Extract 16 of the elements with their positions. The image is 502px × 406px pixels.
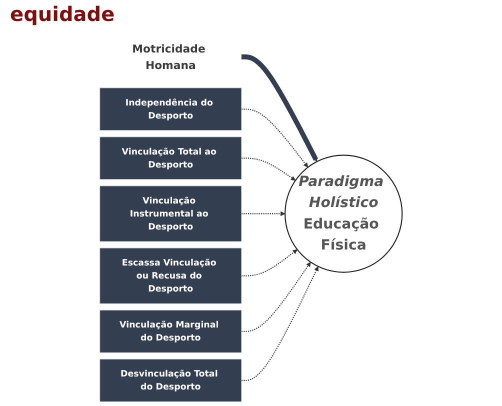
node-box: Vinculação Marginal do Desporto <box>100 310 242 353</box>
arrow <box>241 266 318 381</box>
node-box: Desvinculação Total do Desporto <box>100 358 242 402</box>
node-box: Independência do Desporto <box>100 88 242 131</box>
node-box: Escassa Vinculação ou Recusa do Desporto <box>100 248 242 304</box>
arrow <box>241 262 311 332</box>
node-box: Vinculação Instrumental ao Desporto <box>100 186 242 242</box>
node-text: Motricidade Homana <box>132 42 206 72</box>
arrow <box>241 108 308 168</box>
heading-label: equidade <box>10 2 115 26</box>
arrow <box>241 54 318 162</box>
arrow <box>241 158 296 181</box>
node-box: Vinculação Total ao Desporto <box>100 136 242 180</box>
arrow <box>241 211 286 216</box>
node-circle: Paradigma Holístico Educação Física <box>284 154 403 273</box>
arrow <box>241 249 298 276</box>
